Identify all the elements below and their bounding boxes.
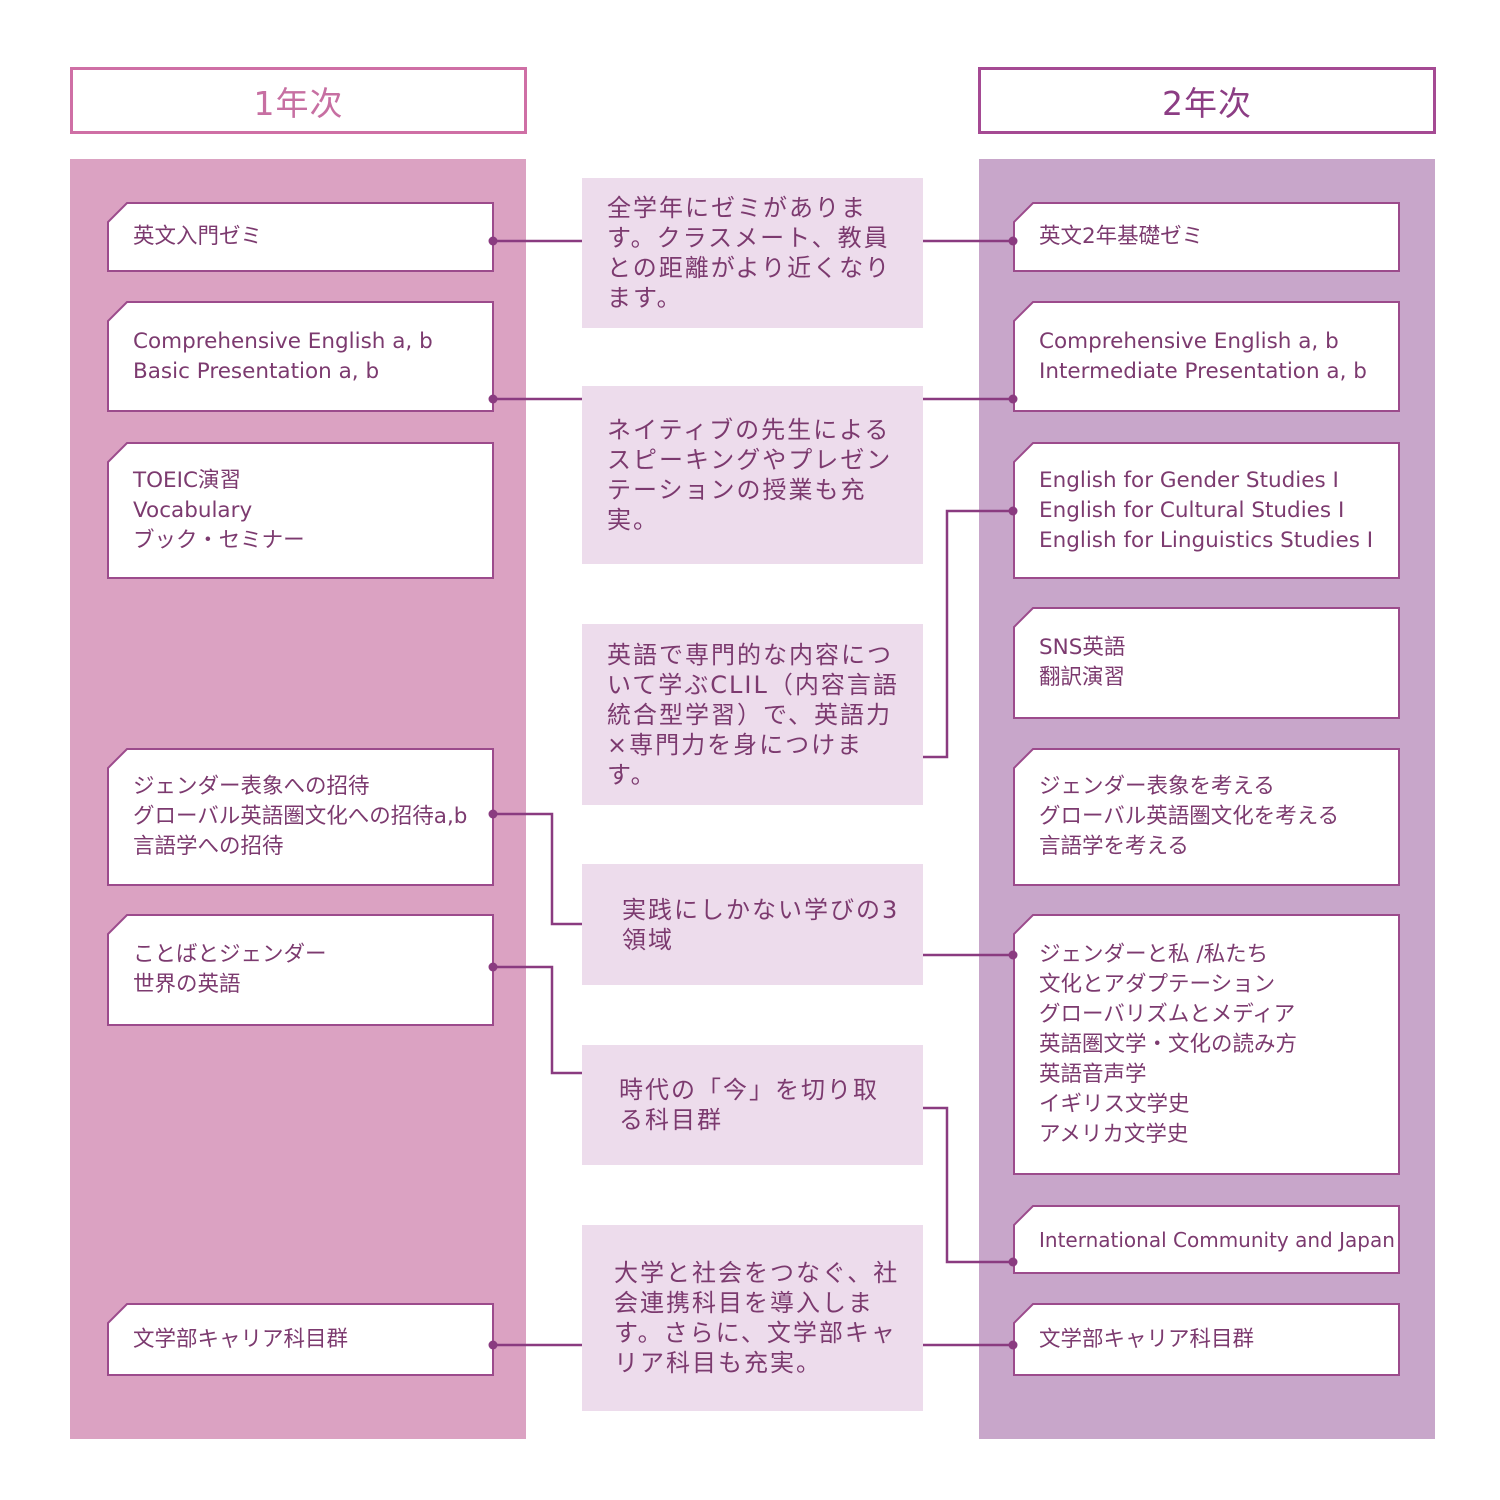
year1-course-box: ジェンダー表象への招待 グローバル英語圏文化への招待a,b 言語学への招待: [107, 748, 494, 886]
connector-dot: [488, 962, 498, 972]
course-text: SNS英語 翻訳演習: [1039, 635, 1126, 690]
year2-course-box: 文学部キャリア科目群: [1013, 1303, 1400, 1376]
note-box: 大学と社会をつなぐ、社会連携科目を導入します。さらに、文学部キャリア科目も充実。: [582, 1225, 923, 1411]
year2-course-box: Comprehensive English a, b Intermediate …: [1013, 301, 1400, 412]
year2-course-box: SNS英語 翻訳演習: [1013, 607, 1400, 719]
note-box: ネイティブの先生によるスピーキングやプレゼンテーションの授業も充実。: [582, 386, 923, 564]
note-text: 時代の「今」を切り取る科目群: [619, 1076, 879, 1134]
year1-course-box: ことばとジェンダー 世界の英語: [107, 914, 494, 1026]
course-text: TOEIC演習 Vocabulary ブック・セミナー: [133, 467, 305, 553]
course-text: 英文2年基礎ゼミ: [1039, 224, 1204, 249]
connector-dot: [1008, 236, 1018, 246]
connector: [493, 965, 582, 1075]
connector-dot: [488, 236, 498, 246]
year2-course-box: 英文2年基礎ゼミ: [1013, 202, 1400, 272]
year2-course-box: English for Gender Studies Ⅰ English for…: [1013, 442, 1400, 579]
note-text: 全学年にゼミがあります。クラスメート、教員との距離がより近くなります。: [607, 194, 892, 312]
course-text: 英文入門ゼミ: [133, 224, 263, 249]
connector-dot: [1008, 1340, 1018, 1350]
course-text: ジェンダーと私 /私たち 文化とアダプテーション グローバリズムとメディア 英語…: [1039, 941, 1298, 1147]
year1-course-box: 英文入門ゼミ: [107, 202, 494, 272]
connector-dot: [488, 809, 498, 819]
course-text: ジェンダー表象への招待 グローバル英語圏文化への招待a,b 言語学への招待: [133, 774, 468, 859]
course-text: ジェンダー表象を考える グローバル英語圏文化を考える 言語学を考える: [1039, 774, 1340, 859]
year2-course-box: ジェンダーと私 /私たち 文化とアダプテーション グローバリズムとメディア 英語…: [1013, 914, 1400, 1175]
year2-header: 2年次: [978, 67, 1436, 134]
course-text: Comprehensive English a, b Intermediate …: [1039, 328, 1367, 384]
course-text: 文学部キャリア科目群: [133, 1326, 349, 1352]
note-box: 時代の「今」を切り取る科目群: [582, 1045, 923, 1165]
course-text: Comprehensive English a, b Basic Present…: [133, 328, 433, 384]
connector: [923, 509, 1013, 759]
note-text: 大学と社会をつなぐ、社会連携科目を導入します。さらに、文学部キャリア科目も充実。: [614, 1259, 900, 1377]
course-text: English for Gender Studies Ⅰ English for…: [1039, 467, 1374, 553]
connector: [923, 1106, 1013, 1264]
connector-dot: [488, 394, 498, 404]
year1-course-box: TOEIC演習 Vocabulary ブック・セミナー: [107, 442, 494, 579]
connector-dot: [1008, 950, 1018, 960]
note-box: 実践にしかない学びの3領域: [582, 864, 923, 985]
note-text: ネイティブの先生によるスピーキングやプレゼンテーションの授業も充実。: [607, 416, 893, 534]
course-text: 文学部キャリア科目群: [1039, 1326, 1255, 1352]
connector-dot: [1008, 506, 1018, 516]
year2-course-box: ジェンダー表象を考える グローバル英語圏文化を考える 言語学を考える: [1013, 748, 1400, 886]
note-box: 全学年にゼミがあります。クラスメート、教員との距離がより近くなります。: [582, 178, 923, 328]
note-text: 実践にしかない学びの3領域: [622, 895, 900, 954]
connector: [493, 812, 582, 926]
connector-dot: [1008, 394, 1018, 404]
note-box: 英語で専門的な内容について学ぶCLIL（内容言語統合型学習）で、英語力×専門力を…: [582, 624, 923, 805]
connector-dot: [488, 1340, 498, 1350]
year1-header: 1年次: [70, 67, 527, 134]
note-text: 英語で専門的な内容について学ぶCLIL（内容言語統合型学習）で、英語力×専門力を…: [607, 640, 899, 789]
year1-course-box: 文学部キャリア科目群: [107, 1303, 494, 1376]
year2-course-box: International Community and Japan: [1013, 1205, 1400, 1274]
year1-course-box: Comprehensive English a, b Basic Present…: [107, 301, 494, 412]
connector-dot: [1008, 1257, 1018, 1267]
course-text: ことばとジェンダー 世界の英語: [133, 942, 327, 997]
course-text: International Community and Japan: [1039, 1227, 1395, 1252]
